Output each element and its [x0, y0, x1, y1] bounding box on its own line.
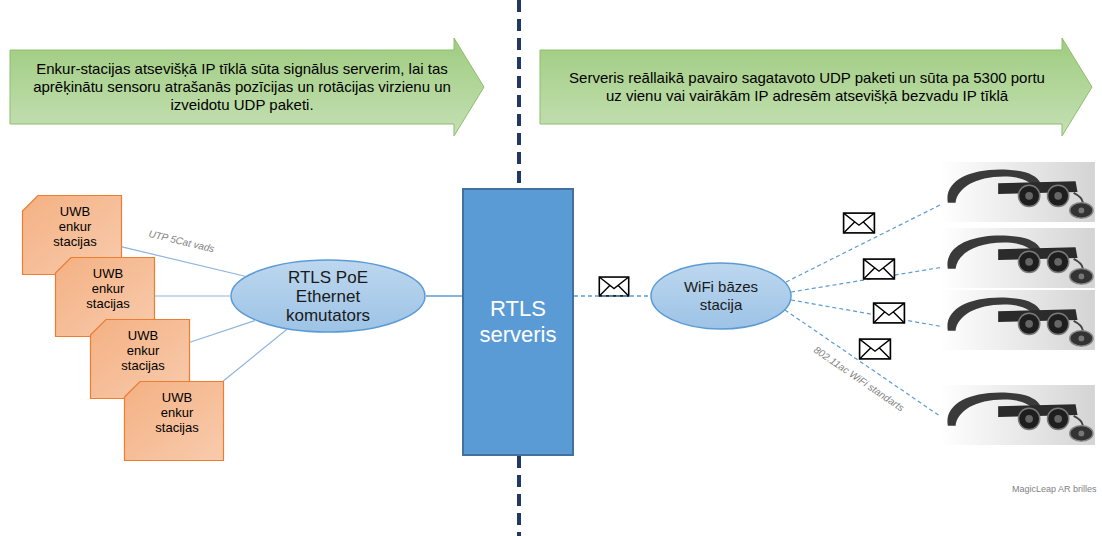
wifi-ellipse: WiFi bāzes stacija [650, 262, 792, 330]
text-area: UWB enkur stacijas [144, 387, 210, 437]
info-arrow-fill [10, 38, 484, 136]
text-area: RTLS serveris [468, 198, 568, 446]
wireless-link-part [791, 300, 950, 328]
text-area: WiFi bāzes stacija [674, 270, 768, 322]
info-arrow-fill [540, 38, 1092, 136]
data-packet-part [860, 339, 891, 359]
wireless-link [785, 200, 950, 423]
node-text: WiFi bāzes stacija [674, 278, 768, 314]
text-area: RTLS PoE Ethernet komutators [270, 265, 386, 327]
text-area: UWB enkur stacijas [42, 201, 108, 251]
switch-ellipse: RTLS PoE Ethernet komutators [230, 259, 426, 333]
wireless-standard-label: 802.11ac WiFi standarts [812, 344, 907, 414]
text-area: UWB enkur stacijas [110, 325, 176, 375]
connector-line [426, 295, 462, 297]
node-text: Enkur-stacijas atsevišķā IP tīklā sūta s… [32, 60, 452, 114]
data-packet [599, 213, 904, 359]
ar-glasses [940, 162, 1095, 445]
switch-ellipse-fill [231, 260, 425, 332]
info-arrow: Enkur-stacijas atsevišķā IP tīklā sūta s… [10, 38, 484, 136]
connector-line [223, 330, 286, 381]
text-area: Serveris reāllaikā pavairo sagatavoto UD… [568, 52, 1046, 122]
node-text: UWB enkur stacijas [42, 204, 108, 249]
node-text: UWB enkur stacijas [110, 328, 176, 373]
connector-line [155, 295, 230, 296]
text-area: UWB enkur stacijas [75, 263, 141, 313]
server-box-fill [463, 189, 573, 455]
node-text: UWB enkur stacijas [144, 390, 210, 435]
node-text: RTLS serveris [468, 296, 568, 348]
ar-glasses-part [940, 290, 1095, 350]
cable-label: UTP 5Cat vads [147, 228, 215, 254]
node-text: RTLS PoE Ethernet komutators [270, 268, 386, 325]
wireless-link-part [785, 310, 950, 423]
data-packet-part [864, 259, 895, 279]
data-packet-part [844, 213, 875, 233]
ar-glasses-part [940, 228, 1095, 288]
data-packet-part [874, 303, 905, 323]
anchor-station-fill [125, 382, 224, 461]
ar-glasses-part [940, 385, 1095, 445]
anchor-station: UWB enkur stacijas [124, 381, 224, 461]
node-text: Serveris reāllaikā pavairo sagatavoto UD… [568, 69, 1046, 105]
ar-glasses-part [940, 162, 1095, 222]
data-packet-part [599, 277, 628, 296]
node-text: UWB enkur stacijas [75, 266, 141, 311]
server-box: RTLS serveris [462, 188, 574, 456]
device-caption: MagicLeap AR brilles [1012, 484, 1097, 494]
connector-line [574, 295, 650, 297]
text-area: Enkur-stacijas atsevišķā IP tīklā sūta s… [32, 52, 452, 122]
connector-line [190, 321, 255, 343]
wifi-ellipse-fill [651, 263, 791, 329]
info-arrow: Serveris reāllaikā pavairo sagatavoto UD… [540, 38, 1092, 136]
